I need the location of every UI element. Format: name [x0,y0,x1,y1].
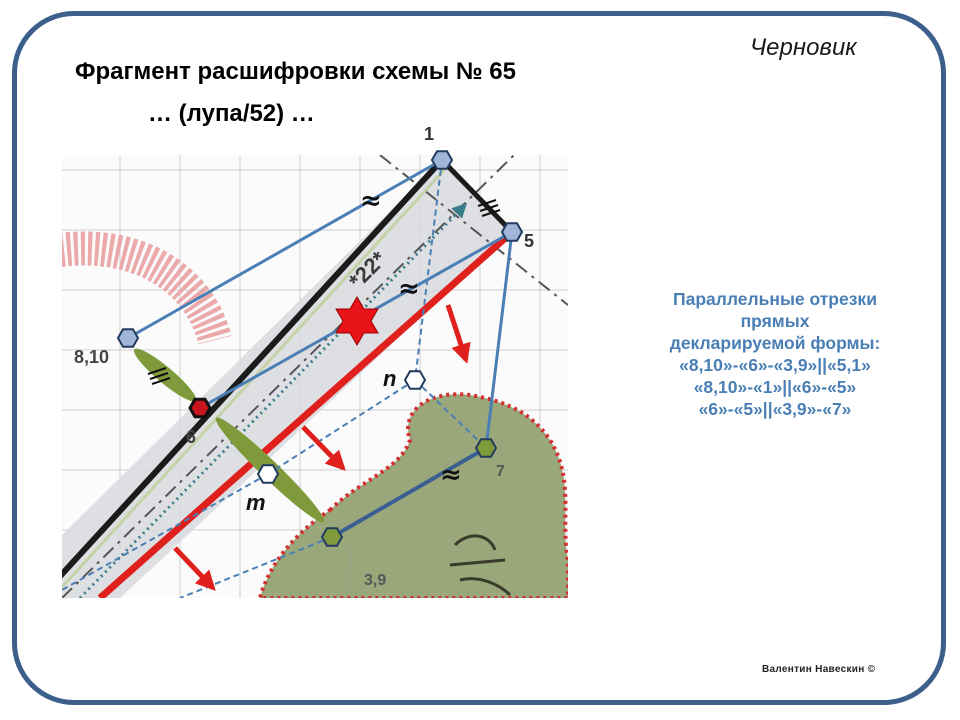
label-node-7: 7 [496,463,505,480]
node-6 [188,397,212,419]
parallel-segments-note: Параллельные отрезки прямых декларируемо… [630,288,920,420]
approx-mark: ≈ [440,460,462,490]
note-line: «8,10»-«6»-«3,9»||«5,1» [679,355,871,375]
approx-mark: ≈ [360,186,382,216]
approx-marks: ≈ ≈ ≈ [360,186,462,490]
parallel-marks [147,199,501,385]
star-marker [335,296,379,346]
node-8-10 [116,328,140,348]
label-node-8-10: 8,10 [74,347,109,367]
author-credit: Валентин Навескин © [762,664,876,675]
node-n [403,370,427,390]
node-1 [430,150,454,170]
slide-subtitle: … (лупа/52) … [148,100,315,127]
note-line: Параллельные отрезки [673,289,877,309]
slide-title: Фрагмент расшифровки схемы № 65 [75,58,516,85]
approx-mark: ≈ [398,274,420,304]
node-7 [474,438,498,458]
node-m [256,464,280,484]
note-line: «6»-«5»||«3,9»-«7» [698,399,852,419]
note-line: декларируемой формы: [669,333,881,353]
label-node-3-9: 3,9 [364,572,386,589]
note-line: прямых [740,311,810,331]
label-node-m: m [246,490,266,515]
map-fragment [62,155,568,598]
draft-label: Черновик [750,34,857,61]
label-node-n: n [383,366,396,391]
label-node-5: 5 [524,231,534,251]
node-3-9 [320,527,344,547]
note-line: «8,10»-«1»||«6»-«5» [693,377,857,397]
label-node-1: 1 [424,124,434,144]
label-node-6: 6 [186,427,196,447]
node-5 [500,222,524,242]
